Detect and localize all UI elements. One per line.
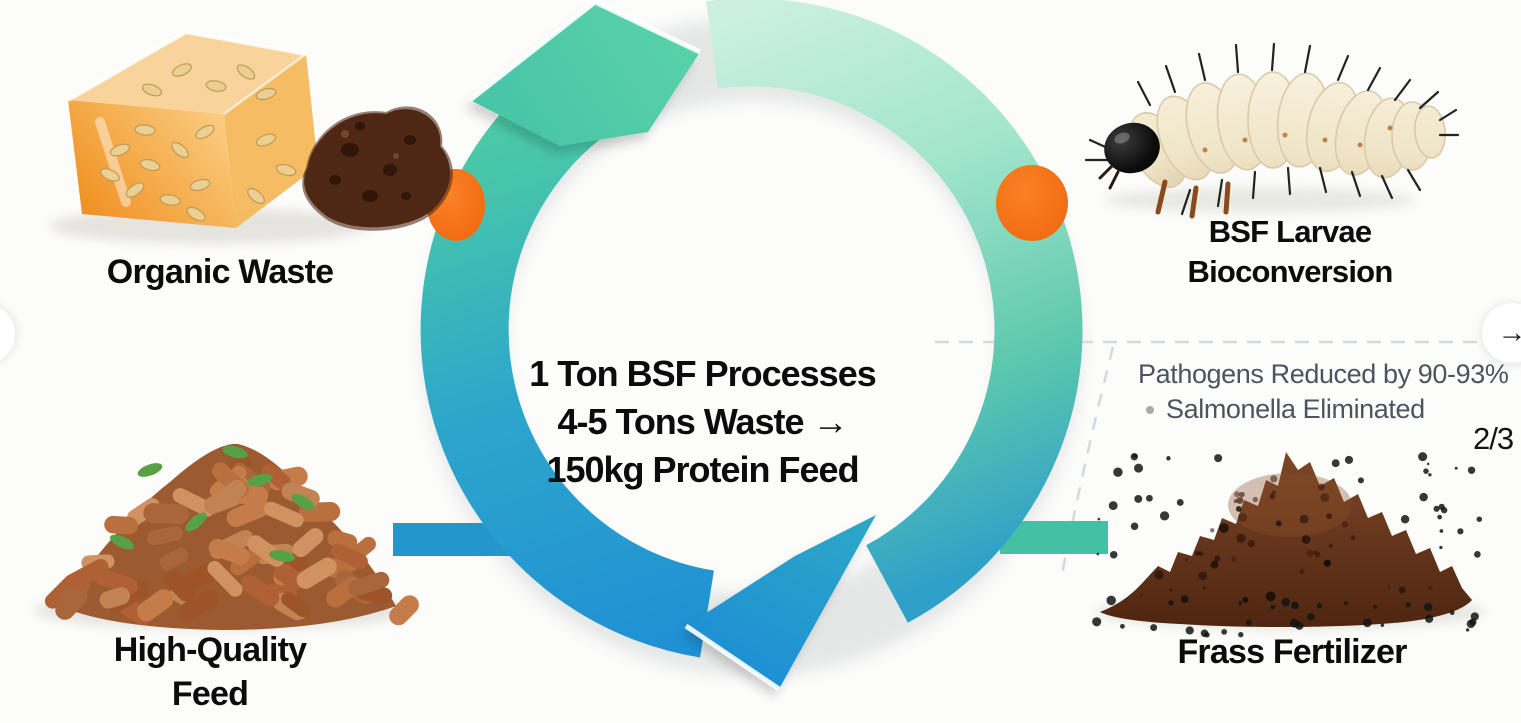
stage-label-bsf-larvae-line2: Bioconversion — [1187, 254, 1394, 289]
larva-legs — [1155, 179, 1231, 219]
frass-stat-salmonella: Salmonella Eliminated — [1146, 394, 1425, 425]
frass-stat-salmonella-text: Salmonella Eliminated — [1166, 394, 1425, 424]
larva-bristles — [1084, 42, 1460, 216]
stage-label-feed-line2: Feed — [171, 675, 249, 713]
arrowhead-top-outline — [468, 0, 702, 102]
center-stats-line2: 4-5 Tons Waste → — [557, 401, 848, 442]
frass-specks — [1092, 452, 1483, 638]
center-stats-line1: 1 Ton BSF Processes — [529, 353, 876, 394]
bsf-larva-image — [1084, 42, 1460, 219]
stage-label-organic-waste: Organic Waste — [106, 253, 334, 291]
arrowhead-top — [470, 2, 700, 146]
center-stats-line3: 150kg Protein Feed — [546, 449, 859, 490]
stage-label-bsf-larvae: BSF Larvae Bioconversion — [1110, 212, 1470, 292]
page-indicator: 2/3 — [1473, 421, 1514, 456]
arrow-arc-top-right — [706, 0, 1083, 623]
cycle-ring — [420, 0, 1083, 692]
arrowhead-bottom-outline — [684, 623, 781, 692]
pellet-pile — [44, 445, 419, 626]
stage-label-feed-line1: High-Quality — [113, 631, 307, 669]
frass-pile-image — [1092, 452, 1485, 638]
frass-stat-pathogens: Pathogens Reduced by 90-93% — [1138, 359, 1509, 389]
stage-marker-dot-right — [996, 165, 1068, 241]
organic-waste-image — [50, 29, 453, 244]
arrow-arc-bottom-left — [420, 58, 715, 658]
arrowhead-bottom — [686, 515, 876, 689]
carousel-next-button[interactable]: → — [1482, 303, 1521, 363]
stage-label-bsf-larvae-line1: BSF Larvae — [1208, 214, 1372, 249]
cycle-center-stats: 1 Ton BSF Processes 4-5 Tons Waste → 150… — [420, 350, 985, 494]
bullet-icon — [1146, 405, 1154, 414]
stage-label-high-quality-feed: High-Quality Feed — [30, 628, 390, 716]
waste-lump — [302, 106, 453, 231]
gel-cube — [67, 29, 318, 228]
arrow-right-icon: → — [1497, 316, 1521, 349]
feed-pellets-image — [34, 443, 419, 630]
larva-head — [1104, 122, 1160, 174]
stage-label-frass-fertilizer: Frass Fertilizer — [1177, 633, 1407, 671]
